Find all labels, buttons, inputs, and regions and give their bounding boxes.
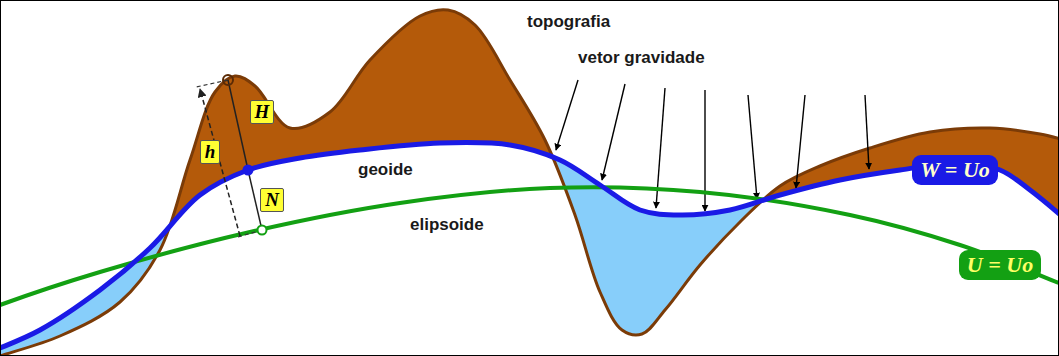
gravity-arrow xyxy=(796,95,805,188)
orthometric-height-line xyxy=(228,80,248,170)
tag-text: h xyxy=(205,141,216,163)
ellipsoid-label: elipsoide xyxy=(410,215,484,235)
gravity-arrow xyxy=(556,80,578,150)
dimension-tag: h xyxy=(200,140,221,164)
geoid-point xyxy=(243,165,254,176)
tag-text: N xyxy=(265,189,279,211)
ellipsoidal-height-line xyxy=(200,89,240,236)
gravity-arrow xyxy=(748,95,757,199)
gravity-arrow xyxy=(602,84,625,180)
surface-point xyxy=(223,75,233,85)
potential-tag: W = Uo xyxy=(912,155,998,185)
tag-text: U = Uo xyxy=(967,252,1033,278)
dimension-tag: H xyxy=(250,100,275,124)
geoid-curve xyxy=(0,142,1059,350)
potential-tag: U = Uo xyxy=(959,250,1041,280)
dimension-tag: N xyxy=(260,188,284,212)
topography-label: topografia xyxy=(527,12,610,32)
geoid-label: geoide xyxy=(358,160,413,180)
topography-outline xyxy=(0,10,1059,356)
gravity-vector-label: vetor gravidade xyxy=(578,48,705,68)
tag-text: H xyxy=(255,101,270,123)
gravity-arrow xyxy=(865,95,869,169)
ellipsoid-curve xyxy=(0,187,1059,307)
tag-text: W = Uo xyxy=(920,157,990,183)
topography-fill xyxy=(0,10,1059,356)
ellipsoid-point xyxy=(258,226,267,235)
